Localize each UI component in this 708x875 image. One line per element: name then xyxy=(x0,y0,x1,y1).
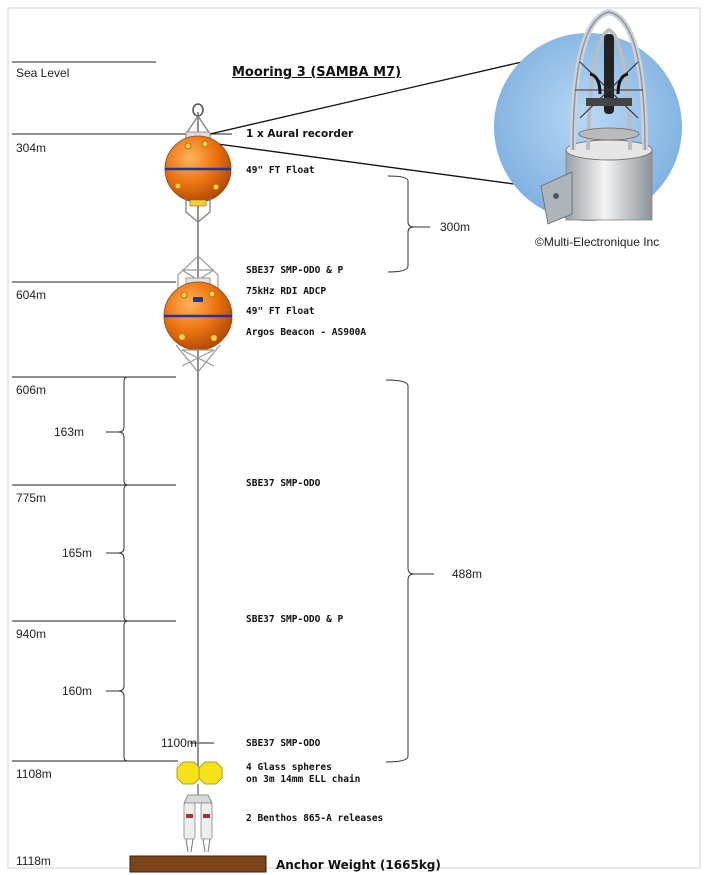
brace-300m xyxy=(388,176,430,272)
instrument-label-sbe-top: SBE37 SMP-ODO & P xyxy=(246,266,343,276)
photo-credit: ©Multi-Electronique Inc xyxy=(535,236,659,248)
depth-label-604m: 604m xyxy=(16,289,46,301)
anchor-weight xyxy=(130,856,266,872)
instrument-label-anchor: Anchor Weight (1665kg) xyxy=(276,859,441,871)
instrument-label-sbe-940: SBE37 SMP-ODO & P xyxy=(246,615,343,625)
instrument-label-sbe-775: SBE37 SMP-ODO xyxy=(246,479,320,489)
instrument-label-releases: 2 Benthos 865-A releases xyxy=(246,814,383,824)
diagram-title: Mooring 3 (SAMBA M7) xyxy=(232,66,401,79)
brace-163m xyxy=(106,377,128,485)
depth-label-sea-level: Sea Level xyxy=(16,67,69,79)
instrument-label-glass-1: 4 Glass spheres xyxy=(246,763,332,773)
span-label-160m: 160m xyxy=(62,685,92,697)
brace-488m xyxy=(386,380,434,762)
instrument-label-glass-2: on 3m 14mm ELL chain xyxy=(246,775,360,785)
depth-label-1118m: 1118m xyxy=(16,855,51,867)
span-label-300m: 300m xyxy=(440,221,470,233)
instrument-label-aural: 1 x Aural recorder xyxy=(246,129,353,140)
depth-label-1100m: 1100m xyxy=(161,737,197,749)
instrument-label-sbe-1100: SBE37 SMP-ODO xyxy=(246,739,320,749)
instrument-label-float-1: 49" FT Float xyxy=(246,166,315,176)
brace-165m xyxy=(106,485,128,621)
depth-label-606m: 606m xyxy=(16,384,46,396)
span-label-488m: 488m xyxy=(452,568,482,580)
depth-label-304m: 304m xyxy=(16,142,46,154)
depth-label-775m: 775m xyxy=(16,492,46,504)
acoustic-releases xyxy=(184,784,212,852)
span-label-165m: 165m xyxy=(62,547,92,559)
depth-label-1108m: 1108m xyxy=(16,768,52,780)
brace-160m xyxy=(106,621,128,761)
span-label-163m: 163m xyxy=(54,426,84,438)
instrument-label-float-2: 49" FT Float xyxy=(246,307,315,317)
aural-recorder-photo xyxy=(494,12,682,224)
depth-label-940m: 940m xyxy=(16,628,46,640)
instrument-label-adcp: 75kHz RDI ADCP xyxy=(246,287,326,297)
glass-spheres xyxy=(177,762,222,784)
instrument-label-argos: Argos Beacon - AS900A xyxy=(246,328,366,338)
